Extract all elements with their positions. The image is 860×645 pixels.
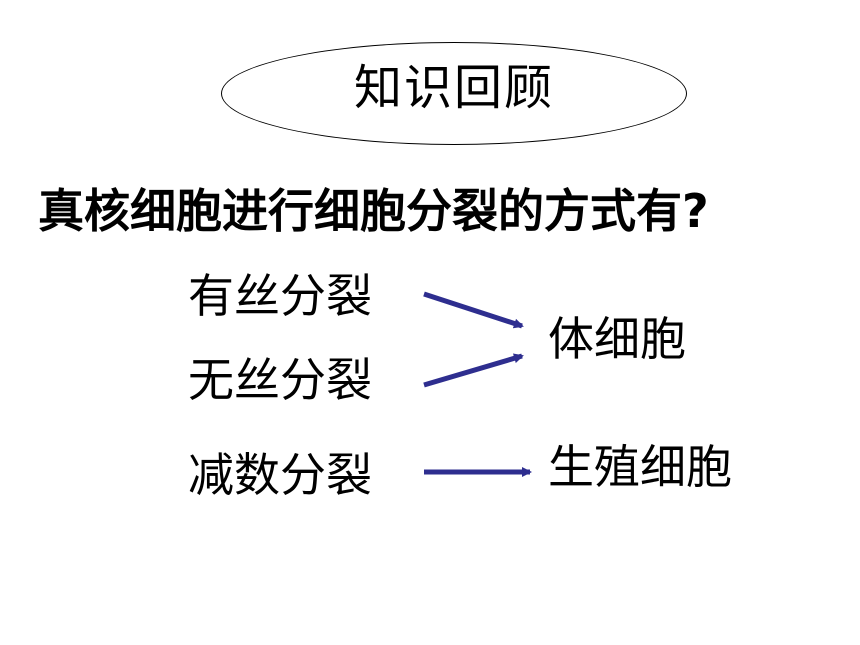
label-somatic-cell: 体细胞	[548, 312, 686, 366]
question-text: 真核细胞进行细胞分裂的方式有?	[38, 184, 709, 238]
arrow-youse-to-somatic	[423, 291, 524, 329]
label-wusi-fenlie: 无丝分裂	[188, 353, 372, 407]
title-oval	[221, 42, 687, 145]
label-germ-cell: 生殖细胞	[548, 440, 732, 494]
arrow-wusi-to-somatic	[423, 353, 524, 388]
label-youse-fenlie: 有丝分裂	[188, 269, 372, 323]
slide-title: 知识回顾	[353, 60, 554, 116]
label-jianshu-fenlie: 减数分裂	[188, 448, 372, 502]
